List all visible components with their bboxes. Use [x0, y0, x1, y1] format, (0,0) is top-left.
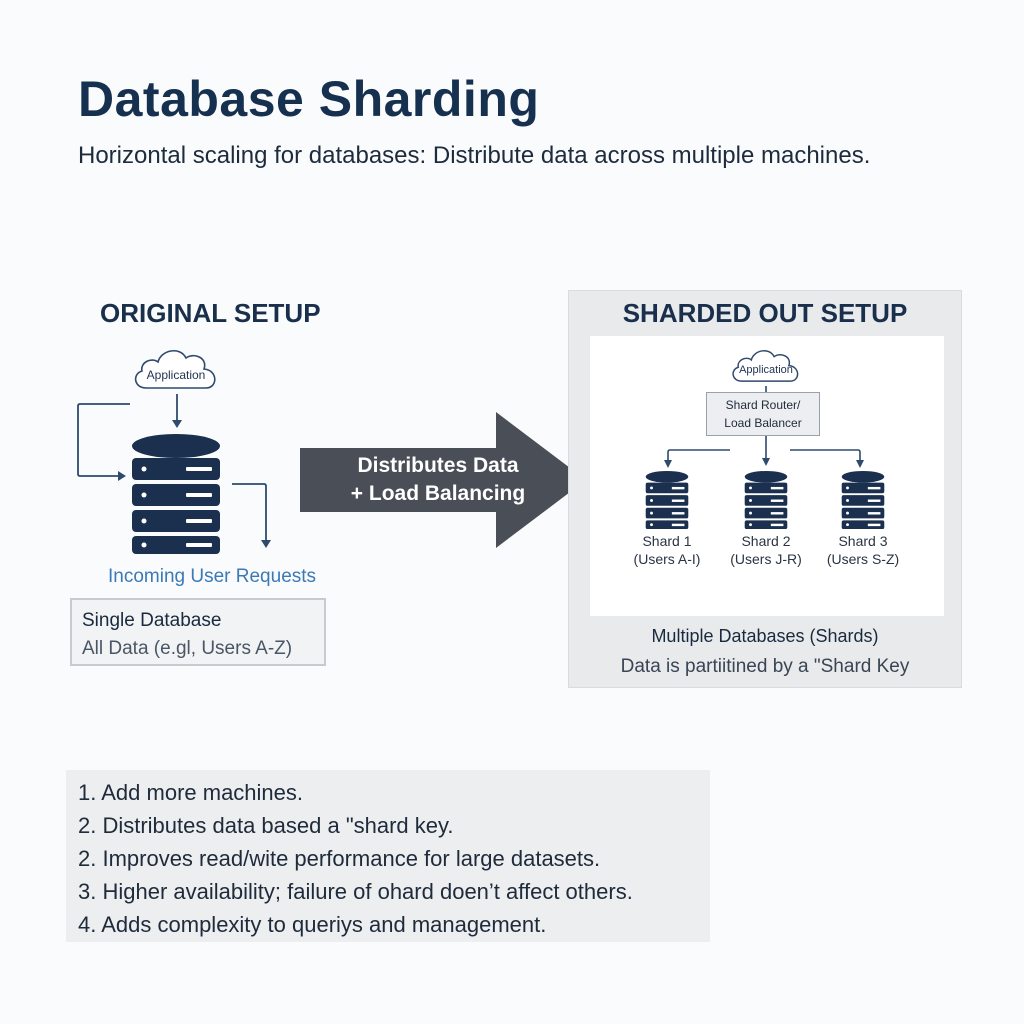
shard-1-name: Shard 1	[642, 533, 692, 549]
page-subtitle: Horizontal scaling for databases: Distri…	[78, 142, 871, 169]
list-item: 4. Adds complexity to queriys and manage…	[78, 912, 547, 937]
router-line-2: Load Balancer	[724, 416, 802, 430]
transition-line-2: + Load Balancing	[350, 482, 526, 505]
application-label: Application	[146, 368, 206, 382]
shard-1-label: Shard 1 (Users A-I)	[617, 532, 717, 568]
notes-list: 1. Add more machines. 2. Distributes dat…	[66, 770, 710, 941]
list-item: 2. Distributes data based a "shard key.	[78, 813, 454, 838]
list-item: 3. Higher availability; failure of ohard…	[78, 879, 633, 904]
incoming-requests-label: Incoming User Requests	[108, 566, 317, 587]
shard-1-range: (Users A-I)	[633, 551, 701, 567]
multiple-databases-title: Multiple Databases (Shards)	[651, 626, 879, 646]
single-database-box: Single Database All Data (e.gl, Users A-…	[70, 598, 326, 666]
shard-3-name: Shard 3	[838, 533, 888, 549]
request-flow-lines	[77, 394, 271, 548]
transition-line-1: Distributes Data	[357, 454, 519, 477]
application-label: Application	[739, 364, 793, 376]
shard-3-range: (Users S-Z)	[826, 551, 900, 567]
sharded-setup-heading: SHARDED OUT SETUP	[622, 298, 908, 328]
list-item: 1. Add more machines.	[78, 780, 304, 805]
shard-2-range: (Users J-R)	[730, 551, 802, 567]
database-icon	[744, 470, 788, 530]
shard-2-name: Shard 2	[741, 533, 791, 549]
multiple-databases-subtitle: Data is partiitined by a "Shard Key	[620, 656, 910, 677]
database-icon	[645, 470, 689, 530]
database-icon	[132, 434, 220, 554]
list-item: 2. Improves read/wite performance for la…	[78, 846, 601, 871]
single-database-title: Single Database	[82, 610, 222, 631]
notes-box: 1. Add more machines. 2. Distributes dat…	[66, 770, 710, 942]
transition-arrow	[300, 412, 586, 548]
cloud-icon	[134, 350, 216, 389]
cloud-icon	[732, 350, 799, 382]
router-line-1: Shard Router/	[725, 398, 801, 412]
original-setup-heading: ORIGINAL SETUP	[100, 298, 321, 328]
database-icon	[841, 470, 885, 530]
page-title: Database Sharding	[78, 71, 540, 127]
shard-3-label: Shard 3 (Users S-Z)	[813, 532, 913, 568]
single-database-subtitle: All Data (e.gl, Users A-Z)	[82, 638, 293, 659]
router-flow-lines	[664, 386, 864, 468]
shard-2-label: Shard 2 (Users J-R)	[716, 532, 816, 568]
shard-router-box: Shard Router/ Load Balancer	[706, 392, 820, 436]
transition-arrow-label: Distributes Data + Load Balancing	[338, 452, 538, 508]
